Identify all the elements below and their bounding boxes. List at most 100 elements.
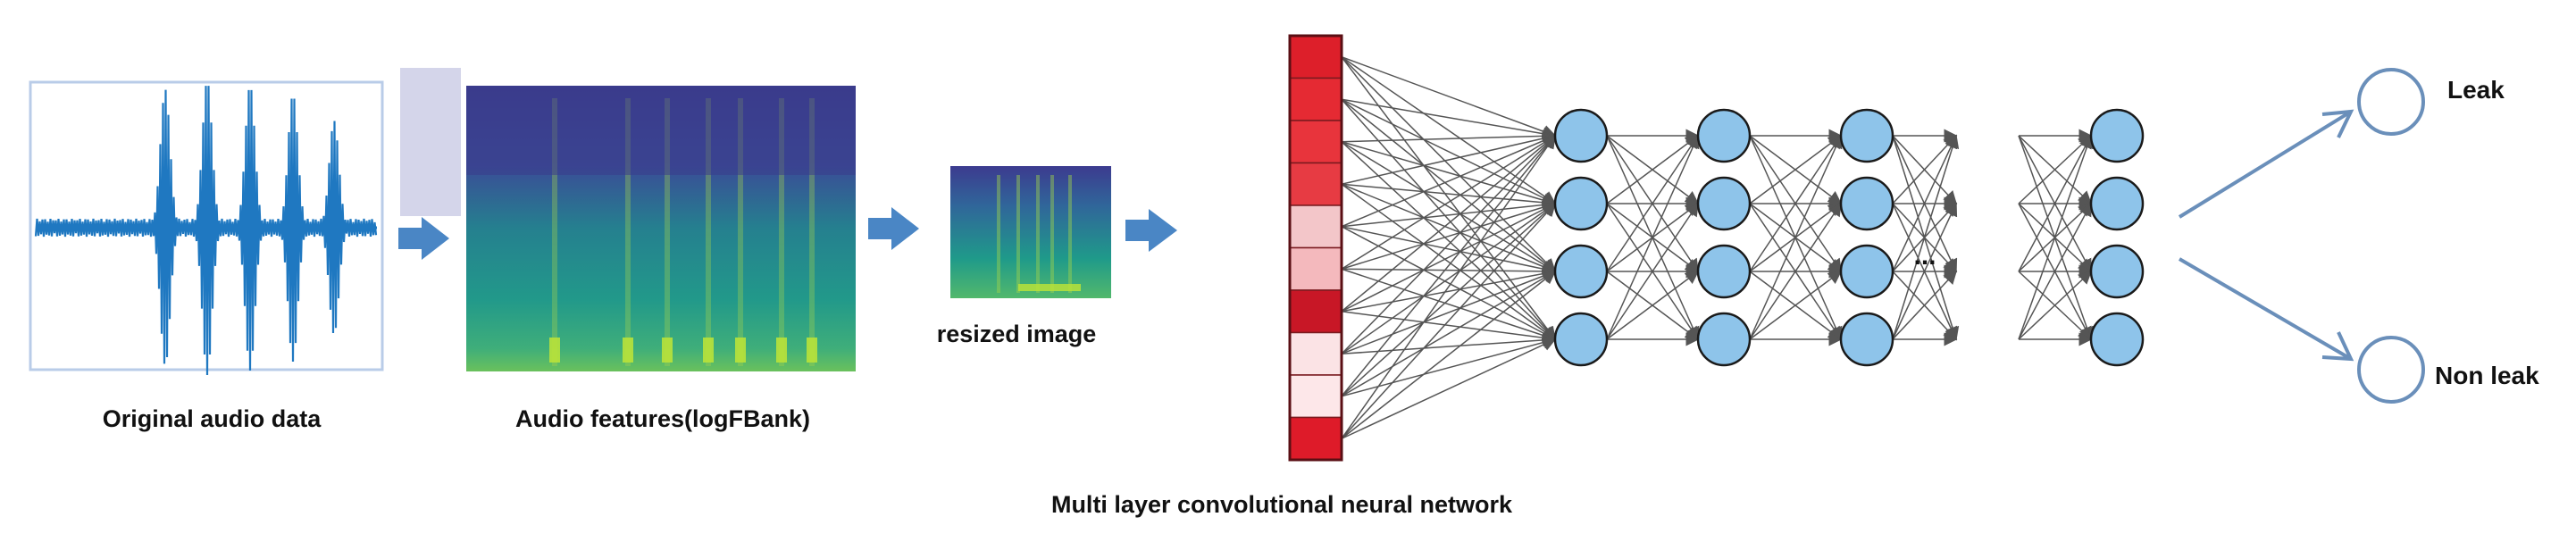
connection (1341, 183, 1557, 340)
spectrogram-stripe (665, 98, 670, 366)
connection (1749, 271, 1843, 340)
resized-spectrogram-stripes (997, 175, 1081, 293)
connection (1341, 264, 1557, 279)
lavender-block (400, 68, 461, 216)
connection (1606, 135, 1700, 204)
network-node (1839, 108, 1894, 163)
connection (1341, 98, 1557, 141)
network-node (1696, 108, 1752, 163)
non-leak-output-node (2357, 336, 2425, 404)
waveform (34, 86, 378, 376)
spectrogram-hotspot (807, 338, 817, 363)
resized-image-panel: resized image (937, 166, 1111, 347)
connection (1341, 141, 1557, 207)
network-node (2089, 176, 2145, 231)
leak-arrowhead (2321, 109, 2354, 138)
connection (1606, 202, 1699, 340)
input-cell (1289, 204, 1342, 249)
connection (2018, 134, 2094, 340)
connection (1606, 271, 1700, 340)
connection (1341, 141, 1557, 341)
connection (1341, 269, 1557, 354)
connection (1749, 135, 1843, 204)
connection (2018, 134, 2092, 272)
original-audio-panel: Original audio data (29, 80, 384, 432)
spectrogram-hotspot (662, 338, 673, 363)
input-cell (1289, 162, 1342, 206)
input-cell (1289, 289, 1342, 334)
connection (1341, 333, 1557, 354)
input-cell (1289, 331, 1342, 376)
connection (2018, 134, 2093, 204)
connection (1341, 134, 1557, 354)
network-label: Multi layer convolutional neural network (1051, 491, 1513, 518)
network-node (1553, 176, 1609, 231)
network-node (1696, 244, 1752, 299)
non-leak-label: Non leak (2435, 362, 2539, 389)
connection (1341, 226, 1557, 276)
connection (1341, 134, 1556, 439)
network-node (1553, 312, 1609, 367)
resized-stripe (1068, 175, 1072, 293)
spectrogram-hotspot (776, 338, 787, 363)
input-cell (1289, 416, 1342, 461)
network-node (2089, 108, 2145, 163)
connection (1749, 134, 1842, 272)
input-layer-frame (1288, 34, 1343, 462)
connection (1341, 202, 1557, 397)
connection (1892, 270, 1958, 340)
spectrogram-top-band (466, 86, 856, 175)
input-layer (1288, 34, 1343, 462)
connection (1341, 267, 1557, 313)
non-leak-arrowhead (2321, 331, 2354, 362)
resized-stripe (1036, 175, 1040, 293)
network-node (1553, 244, 1609, 299)
audio-features-label: Audio features(logFBank) (515, 405, 810, 432)
connection (1341, 268, 1557, 342)
connection (1341, 134, 1557, 228)
connection (1341, 183, 1557, 210)
spectrogram-stripe (779, 98, 784, 366)
input-cell (1289, 374, 1342, 419)
spectrogram-stripe (552, 98, 557, 366)
input-cell (1289, 77, 1342, 121)
connection (1892, 134, 1958, 272)
leak-output-node (2357, 68, 2425, 136)
connection (1341, 311, 1557, 345)
network-node (1553, 108, 1609, 163)
spectrogram-stripe (706, 98, 711, 366)
output-section: Leak Non leak (2178, 68, 2539, 404)
spectrogram-stripe (625, 98, 631, 366)
network-node (2089, 244, 2145, 299)
connection (1749, 202, 1842, 340)
network-node (1696, 312, 1752, 367)
input-cell (1289, 120, 1342, 164)
connection (1341, 129, 1557, 143)
connection (1341, 131, 1557, 185)
spectrogram-stripe (738, 98, 743, 366)
network-node (1839, 312, 1894, 367)
leak-arrow (2178, 110, 2353, 219)
resized-image-label: resized image (937, 321, 1097, 347)
connection (1341, 56, 1557, 138)
connection (1341, 183, 1557, 273)
connection (1341, 271, 1557, 439)
resized-spectrogram (950, 166, 1111, 298)
audio-features-panel: Audio features(logFBank) (466, 86, 856, 432)
input-cell (1289, 35, 1342, 79)
spectrogram-stripe (809, 98, 815, 366)
resized-hotspot (1018, 284, 1081, 291)
hidden-layers (1553, 108, 2145, 367)
connection (1341, 203, 1557, 313)
network-node (1839, 244, 1894, 299)
non-leak-arrow (2178, 257, 2353, 361)
input-cell (1289, 246, 1342, 291)
connection (1606, 134, 1699, 272)
waveform-trace (34, 86, 378, 376)
connection (1341, 141, 1557, 272)
connection (1341, 134, 1556, 397)
network-node (1839, 176, 1894, 231)
spectrogram-hotspot (735, 338, 746, 363)
network-node (1696, 176, 1752, 231)
